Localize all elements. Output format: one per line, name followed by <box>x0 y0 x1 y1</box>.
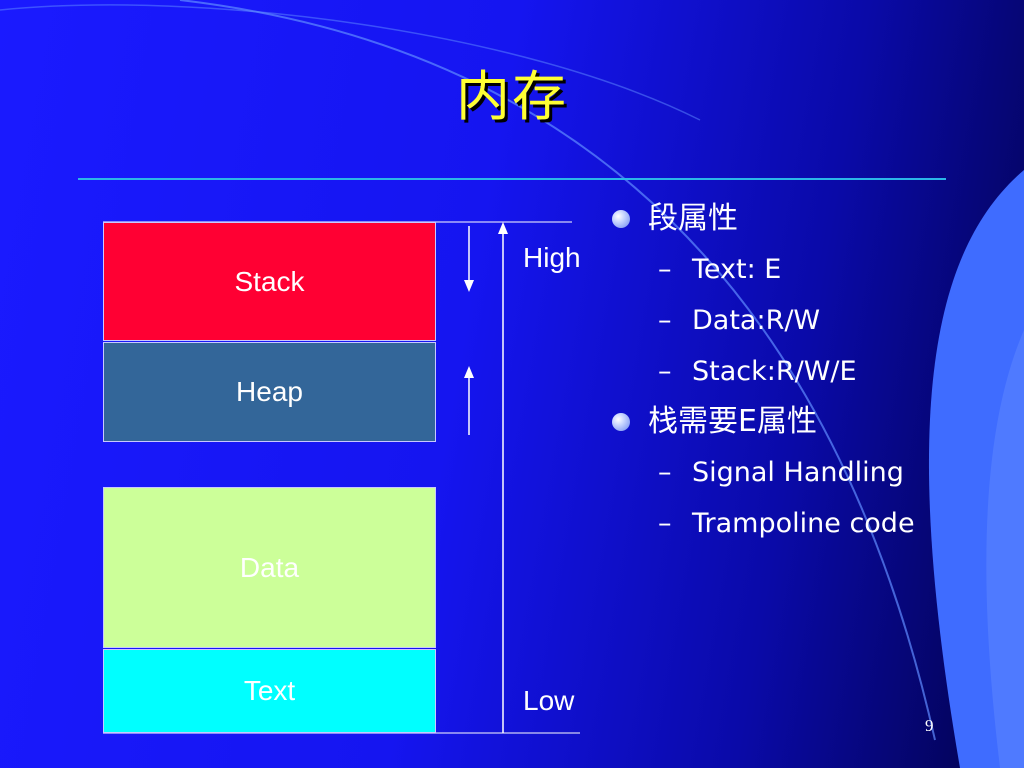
bullet-text: 栈需要E属性 <box>648 404 817 439</box>
dash-icon: – <box>658 457 672 488</box>
sub-bullet-text: Trampoline code <box>692 508 915 539</box>
bullet-item: 栈需要E属性 <box>612 401 915 451</box>
title-divider <box>78 178 946 180</box>
bullet-dot-icon <box>612 210 630 228</box>
dash-icon: – <box>658 254 672 285</box>
swoosh-shape-inner <box>986 330 1024 768</box>
sub-bullet-text: Signal Handling <box>692 457 904 488</box>
decor-arc <box>0 4 701 121</box>
bullet-text: 段属性 <box>648 201 738 236</box>
sub-bullet-text: Text: E <box>692 254 782 285</box>
bullet-list: 段属性 – Text: E – Data:R/W – Stack:R/W/E 栈… <box>612 198 915 553</box>
decor-arc <box>179 0 936 741</box>
heap-growth-arrowhead <box>464 366 474 378</box>
sub-bullet-item: – Trampoline code <box>612 502 915 553</box>
high-address-label: High <box>523 242 581 273</box>
sub-bullet-item: – Text: E <box>612 248 915 299</box>
sub-bullet-text: Stack:R/W/E <box>692 356 857 387</box>
bullet-dot-icon <box>612 413 630 431</box>
sub-bullet-item: – Signal Handling <box>612 451 915 502</box>
data-segment: Data <box>103 487 436 648</box>
dash-icon: – <box>658 356 672 387</box>
heap-label: Heap <box>236 376 303 407</box>
stack-growth-arrowhead <box>464 280 474 292</box>
page-number: 9 <box>925 716 934 735</box>
address-axis-arrowhead <box>498 222 508 234</box>
sub-bullet-item: – Data:R/W <box>612 299 915 350</box>
low-address-label: Low <box>523 685 575 716</box>
dash-icon: – <box>658 508 672 539</box>
text-segment: Text <box>103 649 436 733</box>
bullet-item: 段属性 <box>612 198 915 248</box>
sub-bullet-text: Data:R/W <box>692 305 821 336</box>
dash-icon: – <box>658 305 672 336</box>
stack-segment: Stack <box>103 222 436 341</box>
heap-segment: Heap <box>103 342 436 442</box>
slide-title: 内存 <box>456 65 568 128</box>
stack-label: Stack <box>234 265 305 297</box>
sub-bullet-item: – Stack:R/W/E <box>612 350 915 401</box>
data-label: Data <box>239 551 300 583</box>
text-label: Text <box>243 675 296 706</box>
